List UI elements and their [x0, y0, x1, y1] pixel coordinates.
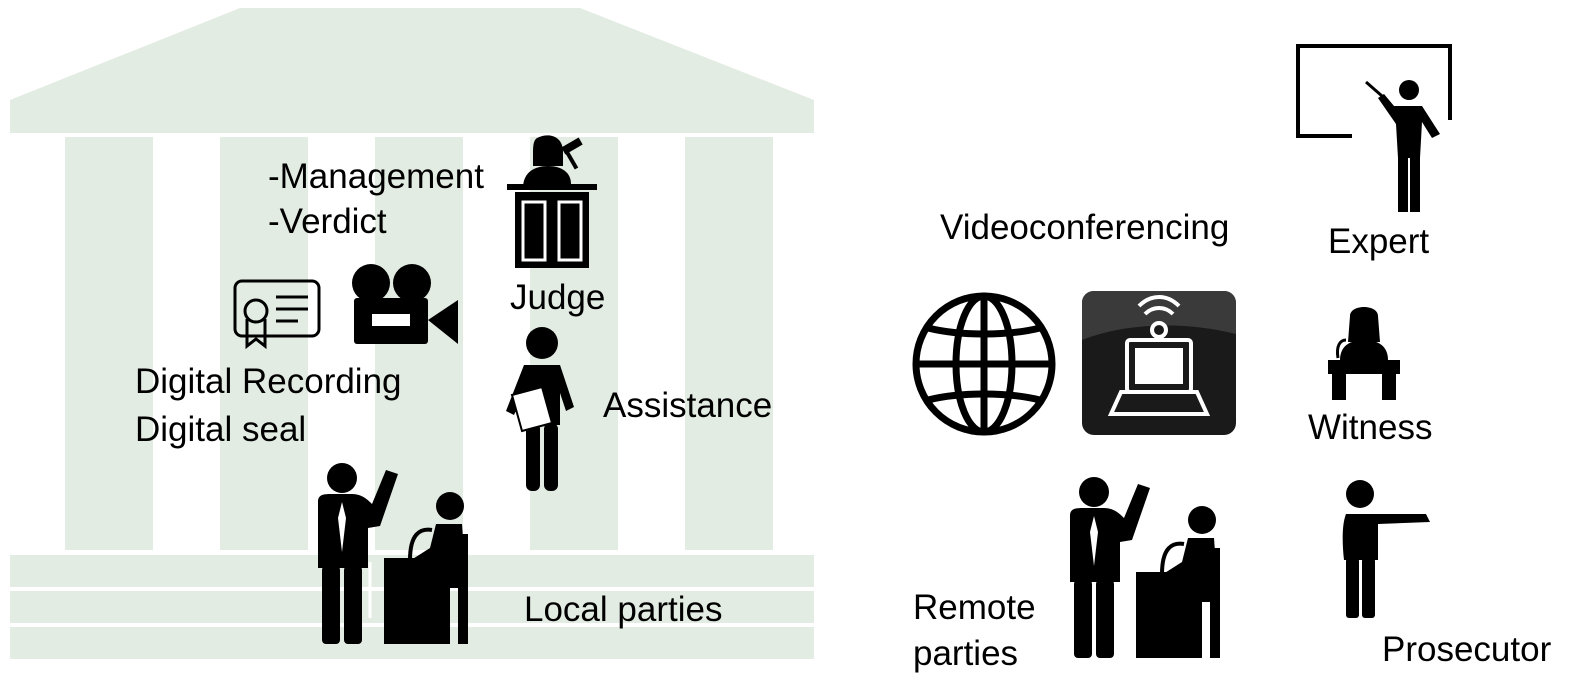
- assistant-icon: [506, 327, 574, 491]
- local-parties-label: Local parties: [524, 590, 723, 629]
- prosecutor-label: Prosecutor: [1382, 630, 1552, 669]
- digital-seal-label: Digital seal: [135, 410, 307, 449]
- judge-task-verdict: -Verdict: [268, 202, 387, 241]
- videoconferencing-label: Videoconferencing: [940, 208, 1230, 247]
- expert-icon: [1296, 44, 1456, 212]
- judge-icon: [507, 135, 597, 268]
- prosecutor-icon: [1342, 480, 1430, 618]
- assistance-label: Assistance: [603, 386, 773, 425]
- witness-label: Witness: [1308, 408, 1433, 447]
- globe-icon: [912, 292, 1056, 436]
- videoconference-terminal-icon: [1082, 291, 1236, 435]
- remote-parties-icon: [1070, 477, 1220, 658]
- digital-recording-label: Digital Recording: [135, 362, 402, 401]
- video-camera-icon: [352, 264, 458, 344]
- witness-icon: [1328, 307, 1400, 400]
- remote-parties-label-line1: Remote: [913, 588, 1036, 627]
- judge-label: Judge: [510, 278, 606, 317]
- remote-parties-label-line2: parties: [913, 634, 1019, 673]
- local-parties-icon: [318, 463, 468, 644]
- certificate-icon: [233, 279, 321, 350]
- judge-task-management: -Management: [268, 157, 484, 196]
- expert-label: Expert: [1328, 222, 1430, 261]
